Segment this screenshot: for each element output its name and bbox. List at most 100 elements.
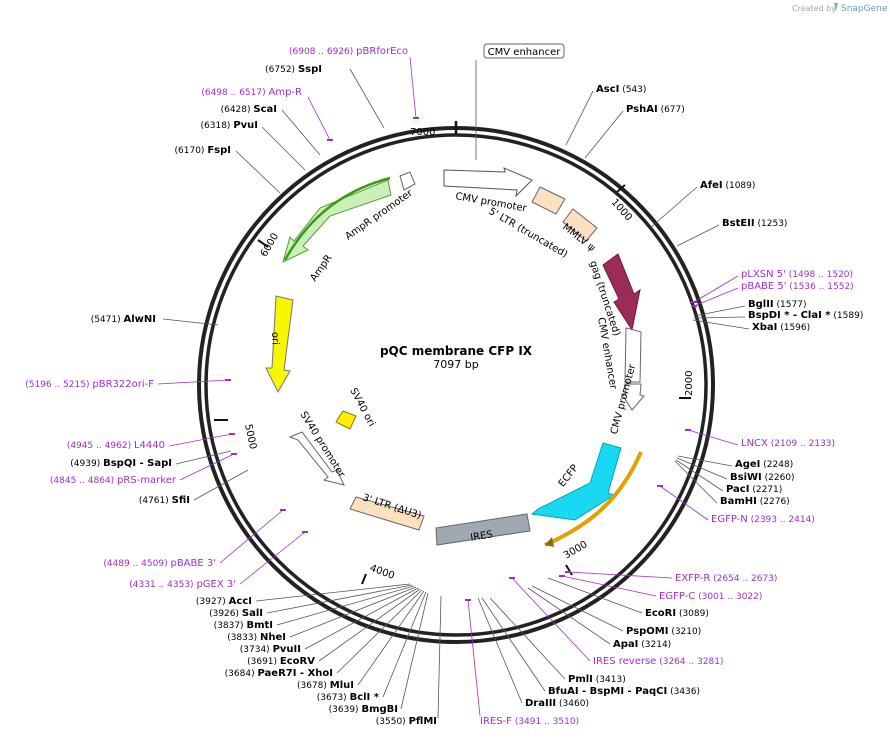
primer-name: EGFP-N <box>711 514 748 525</box>
sv40-ori-box <box>335 410 357 430</box>
snapgene-brand-text: SnapGene <box>841 4 888 14</box>
enzyme-name: BmgBI <box>361 704 398 715</box>
enzyme-position: (3210) <box>671 627 701 637</box>
cmv-enhancer-label-box <box>483 43 565 59</box>
enzyme-position: (3413) <box>596 675 626 685</box>
enzyme-position: (1253) <box>758 219 788 229</box>
enzyme-position: (1589) <box>833 311 863 321</box>
enzyme-site-pspomi: PspOMI (3210) <box>626 626 701 637</box>
enzyme-position: (3214) <box>641 640 671 650</box>
ori-arrow <box>265 295 294 394</box>
tick-label-2000: 2000 <box>684 371 695 396</box>
enzyme-position: (3639) <box>329 705 359 715</box>
enzyme-site-acci: (3927) AccI <box>196 596 252 607</box>
enzyme-name: AfeI <box>700 180 723 191</box>
enzyme-position: (3927) <box>196 597 226 607</box>
ecfp-label: ECFP <box>557 463 581 490</box>
enzyme-leader-agei <box>677 455 733 467</box>
primer-name: L4440 <box>134 440 165 451</box>
primer-range: (1536 .. 1552) <box>789 282 853 292</box>
enzyme-name: SfiI <box>172 495 190 506</box>
primer-range: (2109 .. 2133) <box>771 439 835 449</box>
enzyme-position: (3678) <box>297 681 327 691</box>
enzyme-site-pmli: PmlI (3413) <box>568 674 626 685</box>
enzyme-position: (3673) <box>317 693 347 703</box>
enzyme-leader-paer7i-xhoi <box>336 589 423 674</box>
enzyme-name: PshAI <box>626 104 658 115</box>
primer-name: IRES reverse <box>593 656 656 667</box>
primer-name: pGEX 3' <box>196 579 236 590</box>
enzyme-site-sspi: (6752) SspI <box>265 64 322 75</box>
enzyme-leader-pspomi <box>531 585 624 632</box>
primer-pbrforeco: (6908 .. 6926) pBRforEco <box>289 46 408 57</box>
enzyme-position: (1089) <box>725 181 755 191</box>
enzyme-position: (2248) <box>763 460 793 470</box>
snapgene-watermark: Created by SnapGene <box>792 3 888 14</box>
ampr-promoter-overlap-line <box>283 176 391 261</box>
primer-amp-r: (6498 .. 6517) Amp-R <box>201 87 302 98</box>
enzyme-site-pflmi: (3550) PflMI <box>376 716 437 727</box>
enzyme-position: (3926) <box>209 609 239 619</box>
enzyme-site-bsteii: BstEII (1253) <box>722 218 787 229</box>
enzyme-position: (6170) <box>175 146 205 156</box>
primer-range: (6498 .. 6517) <box>201 88 265 98</box>
enzyme-site-pshai: PshAI (677) <box>626 104 685 115</box>
enzyme-position: (3436) <box>670 687 700 697</box>
enzyme-site-pvui: (6318) PvuI <box>201 120 259 131</box>
enzyme-name: BfuAI - BspMI - PaqCI <box>548 686 667 697</box>
ecfp-arrow <box>530 442 622 521</box>
primer-leader-pbabe-5 <box>693 287 739 307</box>
enzyme-site-draiii: DraIII (3460) <box>525 698 589 709</box>
primer-range: (4489 .. 4509) <box>103 559 167 569</box>
enzyme-site-sali: (3926) SalI <box>209 608 263 619</box>
tick-4000 <box>361 573 367 585</box>
ampr-label: AmpR <box>308 253 334 284</box>
enzyme-name: PvuII <box>273 644 301 655</box>
enzyme-leader-sfii <box>193 469 249 501</box>
enzyme-position: (543) <box>622 85 646 95</box>
enzyme-leader-apai <box>527 587 611 645</box>
enzyme-leader-ecorv <box>318 588 421 662</box>
tick-label-3000: 3000 <box>562 539 590 561</box>
primer-name: pBABE 3' <box>170 558 216 569</box>
enzyme-site-sfii: (4761) SfiI <box>139 495 190 506</box>
primer-leader-pbabe-3 <box>219 509 284 564</box>
primer-egfp-c: EGFP-C (3001 .. 3022) <box>659 591 762 602</box>
enzyme-site-bglii: BglII (1577) <box>748 299 806 310</box>
enzyme-leader-ecori <box>547 577 643 614</box>
primer-leader-pgex-3 <box>239 531 306 585</box>
enzyme-site-bmgbi: (3639) BmgBI <box>329 704 398 715</box>
primer-pbr322ori-f: (5196 .. 5215) pBR322ori-F <box>25 379 154 390</box>
enzyme-leader-asci <box>565 90 594 146</box>
enzyme-site-afei: AfeI (1089) <box>700 180 755 191</box>
enzyme-site-scai: (6428) ScaI <box>221 104 277 115</box>
gag-truncated-arrow <box>602 253 641 332</box>
tick-label-7000: 7000 <box>410 127 435 138</box>
enzyme-position: (4761) <box>139 496 169 506</box>
primer-range: (5196 .. 5215) <box>25 380 89 390</box>
enzyme-position: (6318) <box>201 121 231 131</box>
primer-leader-lncx <box>687 429 739 446</box>
enzyme-leader-xbai <box>692 319 750 330</box>
enzyme-position: (1596) <box>780 323 810 333</box>
enzyme-name: EcoRI <box>645 608 676 619</box>
enzyme-position: (3734) <box>240 645 270 655</box>
enzyme-position: (3691) <box>247 657 277 667</box>
primer-name: pLXSN 5' <box>741 269 786 280</box>
enzyme-name: NheI <box>260 632 286 643</box>
primer-range: (3264 .. 3281) <box>659 657 723 667</box>
enzyme-name: PaeR7I - XhoI <box>257 668 333 679</box>
enzyme-leader-bfuai-bspmi-paqci <box>481 597 546 692</box>
primer-pgex-3: (4331 .. 4353) pGEX 3' <box>129 579 236 590</box>
ltr5-truncated-label: 5' LTR (truncated) <box>487 206 570 260</box>
enzyme-leader-bspqi-sapi <box>175 450 232 465</box>
primer-leader-ires-reverse <box>511 577 591 662</box>
enzyme-leader-bmti <box>276 585 415 626</box>
enzyme-name: BspQI - SapI <box>103 458 172 469</box>
tick-6000 <box>257 239 269 248</box>
primer-leader-amp-r <box>307 96 331 141</box>
enzyme-leader-fspi <box>235 150 281 194</box>
enzyme-position: (677) <box>661 105 685 115</box>
tick-label-5000: 5000 <box>242 423 258 450</box>
